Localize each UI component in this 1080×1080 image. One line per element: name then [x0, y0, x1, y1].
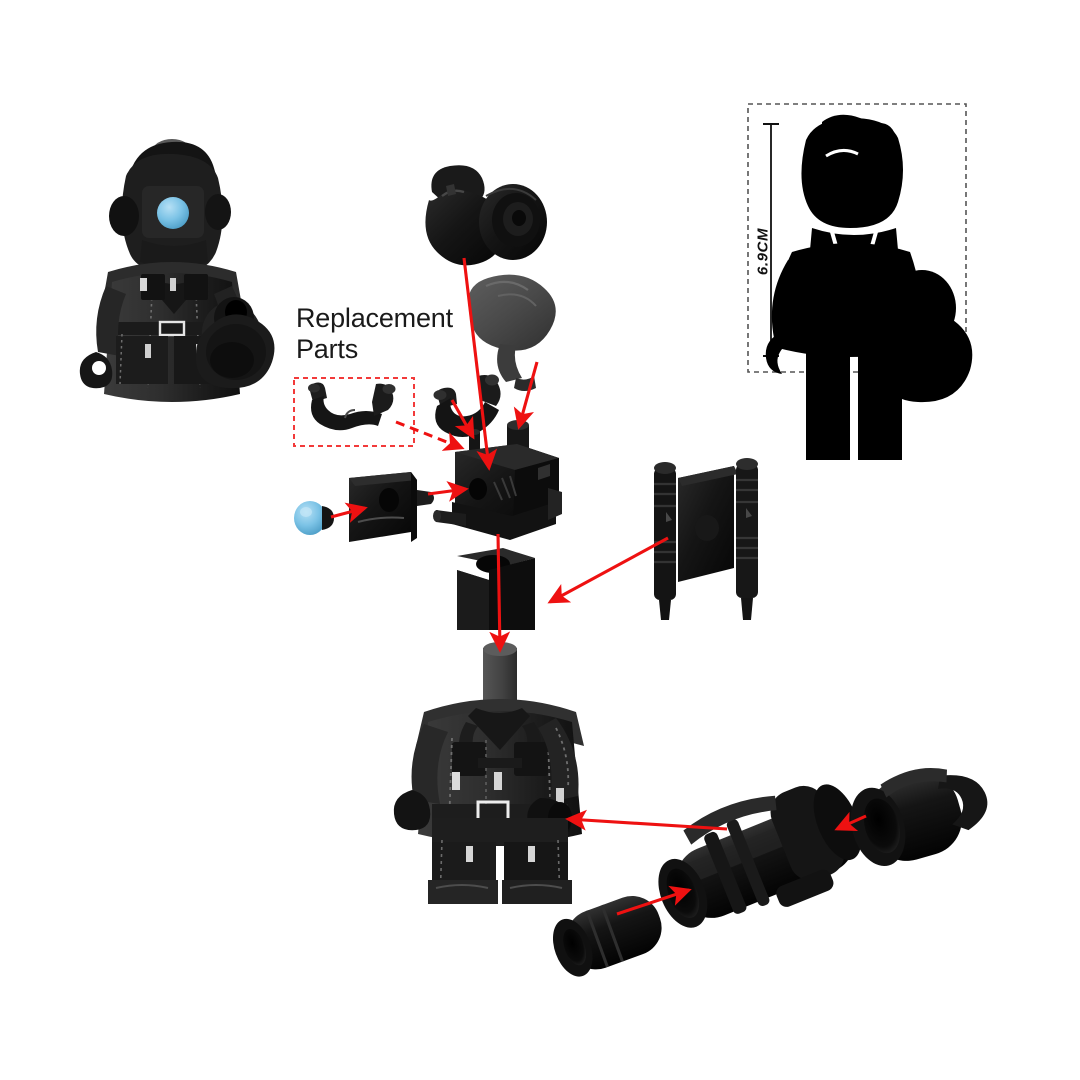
arrow-visor-to-head	[427, 481, 469, 502]
arrow-replacement-to-head	[395, 420, 465, 451]
replacement-parts-callout	[293, 377, 415, 447]
arrow-helmet-to-head	[462, 257, 498, 471]
arrow-head-to-torso	[489, 533, 511, 653]
assembly-arrows-dashed	[395, 420, 465, 451]
arrow-pauldron-to-head	[513, 361, 539, 430]
lens-disc-part	[294, 501, 334, 535]
helmet-side-disc-part	[479, 184, 547, 260]
size-reference-box	[747, 103, 973, 460]
arrow-lens-to-visor	[330, 502, 368, 523]
blaster-muzzle-part	[552, 895, 662, 977]
blaster-body-part	[658, 784, 862, 928]
assembly-arrows	[330, 257, 867, 916]
replacement-parts-label: Replacement Parts	[296, 303, 453, 365]
preview-blaster-accessory	[195, 297, 275, 389]
figure-silhouette	[765, 114, 973, 460]
head-block-part	[433, 420, 562, 540]
arrow-backpack-to-bracket	[547, 536, 669, 604]
arrow-armtube-to-head	[450, 399, 475, 440]
size-dimension-label: 6.9CM	[754, 227, 772, 276]
arrow-stock-to-blaster	[834, 811, 867, 832]
visor-plate-part	[349, 472, 434, 542]
backpack-rack-part	[654, 458, 758, 620]
assembled-minifigure-preview	[79, 139, 275, 402]
torso-legs-part	[393, 642, 584, 904]
arrow-muzzle-to-blaster	[616, 885, 692, 916]
arrow-blaster-to-torso	[565, 809, 728, 831]
blaster-stock-part	[850, 767, 988, 866]
neck-bracket-part	[457, 548, 535, 630]
replacement-bent-arm-part	[308, 382, 396, 431]
